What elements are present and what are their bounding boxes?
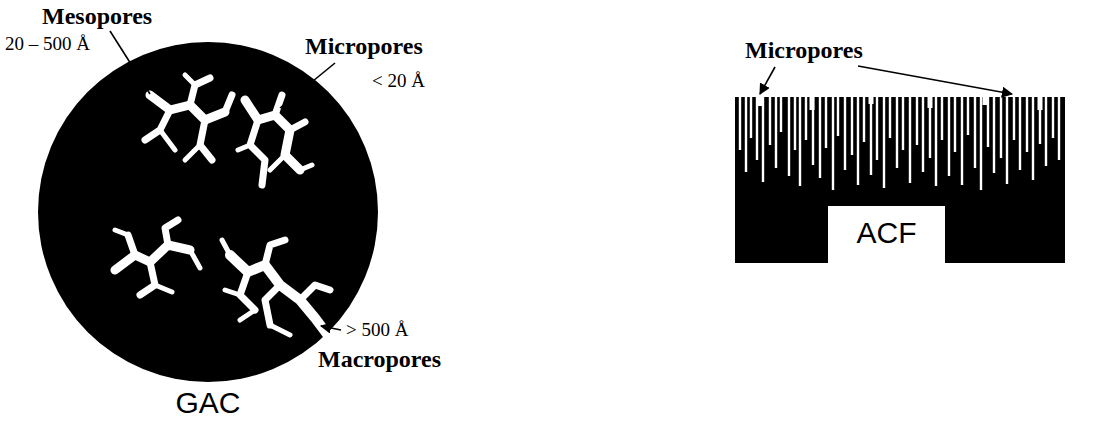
fiber-caption: ACF [857, 216, 917, 249]
pore-name: Macropores [318, 346, 441, 372]
pore-name-slot: Micropores [305, 32, 423, 60]
pore-size: > 500 Å [346, 319, 408, 340]
leader-arrow [760, 67, 775, 94]
pore-size-slot: 20 – 500 Å [5, 33, 90, 55]
pore-size: < 20 Å [372, 70, 425, 91]
pore-size-slot: < 20 Å [372, 70, 425, 92]
pore-size: 20 – 500 Å [5, 33, 90, 54]
pore-name-slot: Macropores [318, 345, 441, 373]
pore-name: Mesopores [42, 3, 152, 29]
leader-arrow [858, 66, 1012, 94]
fiber-node: ACF [735, 88, 1065, 263]
granule-illustration [36, 42, 380, 386]
pore-size-slot: > 500 Å [346, 319, 408, 341]
pore-name-slot: Micropores [745, 36, 863, 64]
fiber-caption-slot: ACF [828, 216, 945, 249]
pore-name: Micropores [745, 37, 863, 63]
pore-name: Micropores [305, 33, 423, 59]
pore-name-slot: Mesopores [42, 2, 152, 30]
granule-caption-slot: GAC [36, 386, 380, 419]
granule-caption: GAC [175, 386, 240, 419]
